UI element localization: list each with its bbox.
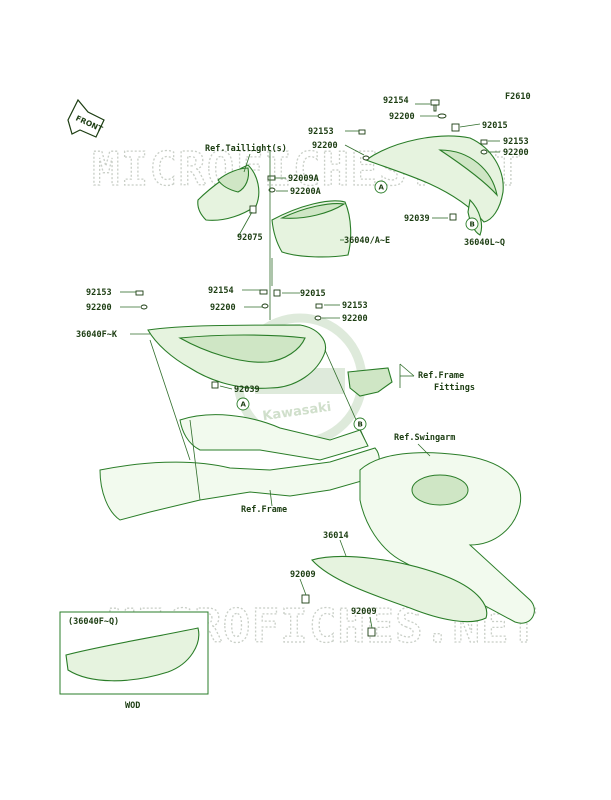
side-cover-right-upper-edge (438, 149, 498, 197)
front-arrow-icon: FRONT (67, 98, 105, 138)
inset-side-cover (65, 627, 200, 682)
part-label-92039-m: 92039 (234, 385, 260, 395)
part-label-36040l-q: 36040L~Q (464, 238, 505, 248)
ref-swingarm-label: Ref.Swingarm (394, 432, 455, 443)
leader-lines (120, 103, 500, 629)
marker-a-upper (374, 180, 388, 194)
part-label-92015-m: 92015 (300, 289, 326, 299)
marker-a-lower (236, 397, 250, 411)
part-label-36014: 36014 (323, 531, 349, 541)
rear-frame (99, 447, 380, 521)
taillight-lens (217, 167, 250, 193)
marker-b-upper (465, 217, 479, 231)
marker-a-lower-label: A (241, 401, 247, 409)
part-label-92200-tr: 92200 (389, 112, 415, 122)
ref-taillight-label: Ref.Taillight(s) (205, 143, 287, 154)
ref-frame-label: Ref.Frame (241, 505, 287, 515)
part-label-92154-m: 92154 (208, 286, 234, 296)
part-label-92200-tl: 92200 (312, 141, 338, 151)
part-label-92200-m2: 92200 (342, 314, 368, 324)
ref-frame-fittings-bracket (399, 363, 415, 388)
inset-title: (36040F~Q) (68, 617, 119, 627)
part-label-36040f-k: 36040F~K (76, 330, 118, 340)
part-label-92200-l: 92200 (86, 303, 112, 313)
part-label-92153-m: 92153 (342, 301, 368, 311)
swingarm-pivot (411, 474, 469, 506)
side-cover-left-inner (178, 334, 306, 363)
part-label-92009-r: 92009 (351, 607, 377, 617)
part-label-36040a-e: 36040/A~E (344, 236, 390, 246)
marker-b-upper-label: B (470, 221, 475, 229)
part-label-92153-l: 92153 (86, 288, 112, 298)
fastener-markers (135, 99, 488, 637)
part-label-92153-tr: 92153 (503, 137, 529, 147)
figure-code: F2610 (505, 92, 531, 102)
marker-a-upper-label: A (379, 184, 385, 192)
part-label-92200a: 92200A (290, 187, 321, 197)
chain-guard (311, 556, 488, 623)
part-label-92153-tl: 92153 (308, 127, 334, 137)
rear-frame-upper (179, 414, 369, 461)
part-label-92039-r: 92039 (404, 214, 430, 224)
part-label-92154-top: 92154 (383, 96, 409, 106)
svg-text:Kawasaki: Kawasaki (262, 400, 333, 424)
ref-frame-fittings-label-2: Fittings (434, 382, 475, 393)
swingarm (359, 452, 535, 624)
part-label-92009a: 92009A (288, 174, 319, 184)
inset-code: WOD (125, 701, 140, 711)
tail-cover-center-top (279, 203, 346, 219)
frame-fitting-bracket (347, 367, 393, 397)
ref-frame-fittings-label-1: Ref.Frame (418, 371, 464, 381)
part-label-92015-tr: 92015 (482, 121, 508, 131)
marker-b-lower (353, 417, 367, 431)
part-label-92009-l: 92009 (290, 570, 316, 580)
part-label-92200-m: 92200 (210, 303, 236, 313)
part-label-92200-tr2: 92200 (503, 148, 529, 158)
marker-b-lower-label: B (358, 421, 363, 429)
side-cover-right-lower (467, 198, 483, 236)
part-label-92075: 92075 (237, 233, 263, 243)
